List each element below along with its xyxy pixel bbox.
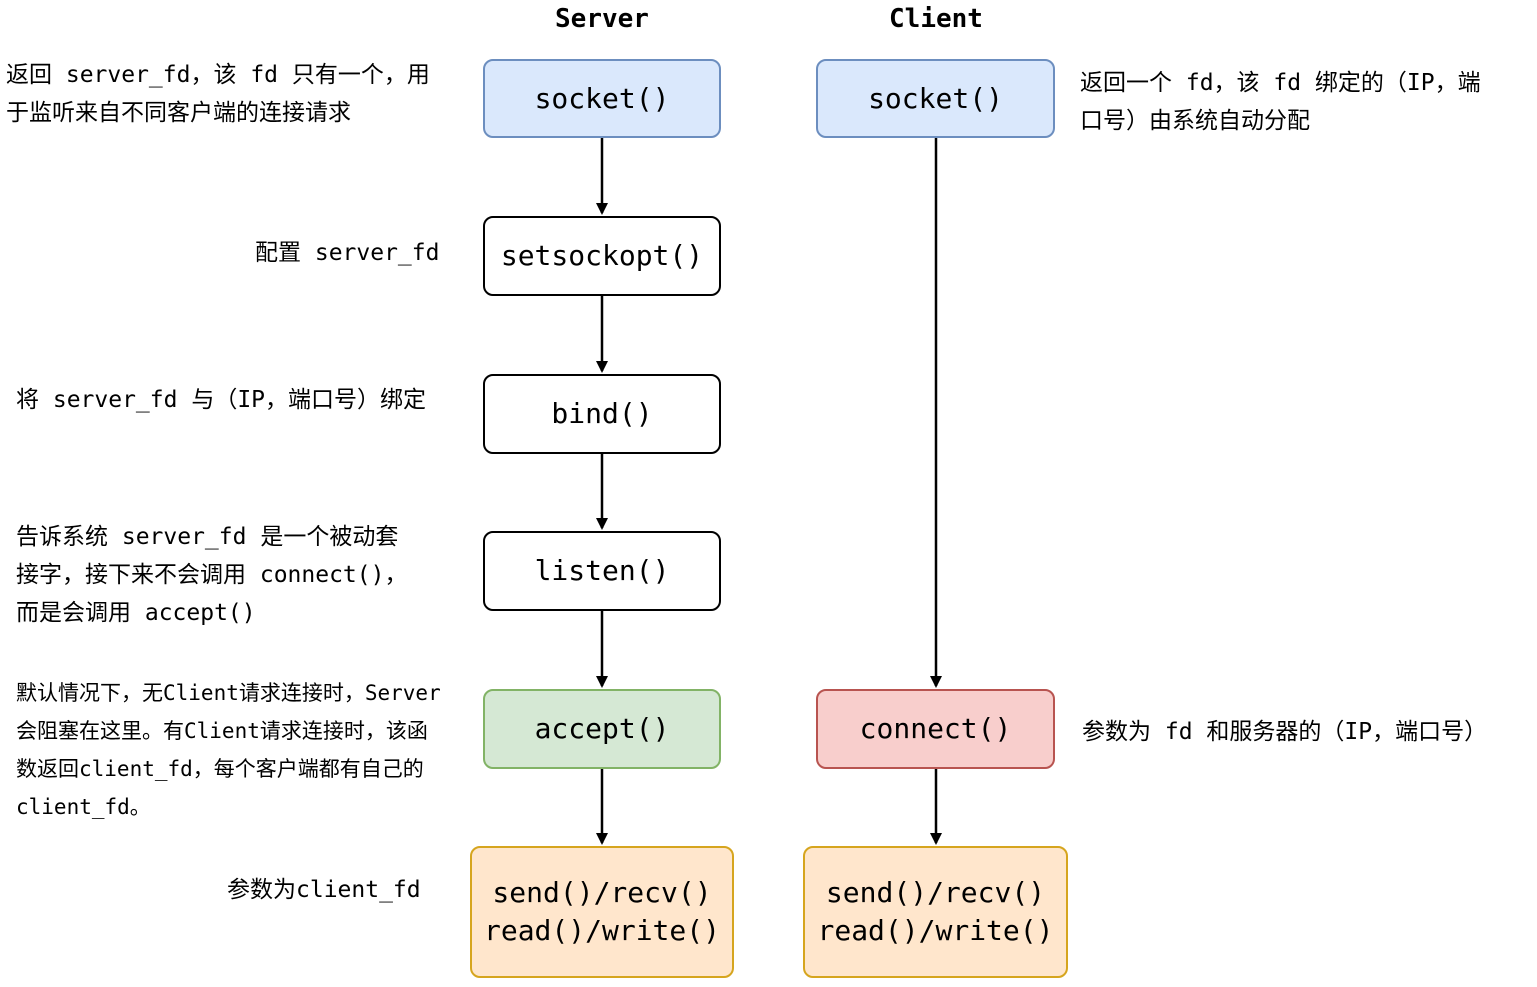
server-io-box: send()/recv() read()/write() (470, 846, 734, 978)
client-io-line-2: read()/write() (817, 914, 1054, 947)
bind-label: bind() (551, 397, 653, 430)
setsockopt-note-line: 配置 server_fd (255, 240, 440, 266)
client-socket-note-line: 口号）由系统自动分配 (1080, 108, 1310, 134)
server-io-note: 参数为client_fd (227, 871, 421, 909)
accept-note-line: client_fd。 (16, 795, 151, 819)
listen-box: listen() (483, 531, 721, 611)
server-socket-note: 返回 server_fd，该 fd 只有一个，用 于监听来自不同客户端的连接请求 (6, 56, 430, 132)
connect-note-line: 参数为 fd 和服务器的（IP，端口号） (1082, 719, 1488, 745)
accept-note-line: 数返回client_fd，每个客户端都有自己的 (16, 757, 424, 781)
listen-note-line: 告诉系统 server_fd 是一个被动套 (16, 524, 399, 550)
server-io-line-2: read()/write() (483, 914, 720, 947)
client-io-line-1: send()/recv() (825, 876, 1046, 909)
accept-box: accept() (483, 689, 721, 769)
setsockopt-label: setsockopt() (500, 239, 704, 272)
client-socket-note: 返回一个 fd，该 fd 绑定的（IP，端 口号）由系统自动分配 (1080, 64, 1481, 140)
listen-note-line: 接字，接下来不会调用 connect()， (16, 562, 408, 588)
listen-note: 告诉系统 server_fd 是一个被动套 接字，接下来不会调用 connect… (16, 518, 407, 632)
bind-box: bind() (483, 374, 721, 454)
server-column-title: Server (555, 4, 649, 34)
listen-note-line: 而是会调用 accept() (16, 600, 256, 626)
bind-note-line: 将 server_fd 与（IP，端口号）绑定 (16, 387, 427, 413)
server-io-note-line: 参数为client_fd (227, 877, 421, 903)
accept-label: accept() (534, 712, 670, 745)
client-socket-label: socket() (868, 81, 1003, 115)
connect-label: connect() (859, 712, 1012, 745)
client-column-title: Client (889, 4, 983, 34)
connect-note: 参数为 fd 和服务器的（IP，端口号） (1082, 713, 1487, 751)
client-socket-box: socket() (816, 59, 1055, 138)
connect-box: connect() (816, 689, 1055, 769)
listen-label: listen() (534, 554, 670, 587)
server-socket-note-line: 返回 server_fd，该 fd 只有一个，用 (6, 62, 430, 88)
setsockopt-note: 配置 server_fd (255, 234, 439, 272)
server-io-line-1: send()/recv() (492, 876, 712, 909)
setsockopt-box: setsockopt() (483, 216, 721, 296)
accept-note: 默认情况下，无Client请求连接时，Server 会阻塞在这里。有Client… (16, 674, 441, 826)
server-socket-note-line: 于监听来自不同客户端的连接请求 (6, 100, 351, 126)
accept-note-line: 会阻塞在这里。有Client请求连接时，该函 (16, 719, 428, 743)
client-socket-note-line: 返回一个 fd，该 fd 绑定的（IP，端 (1080, 70, 1481, 96)
client-io-box: send()/recv() read()/write() (803, 846, 1068, 978)
server-socket-label: socket() (534, 81, 670, 115)
server-socket-box: socket() (483, 59, 721, 138)
bind-note: 将 server_fd 与（IP，端口号）绑定 (16, 381, 426, 419)
accept-note-line: 默认情况下，无Client请求连接时，Server (16, 681, 441, 705)
